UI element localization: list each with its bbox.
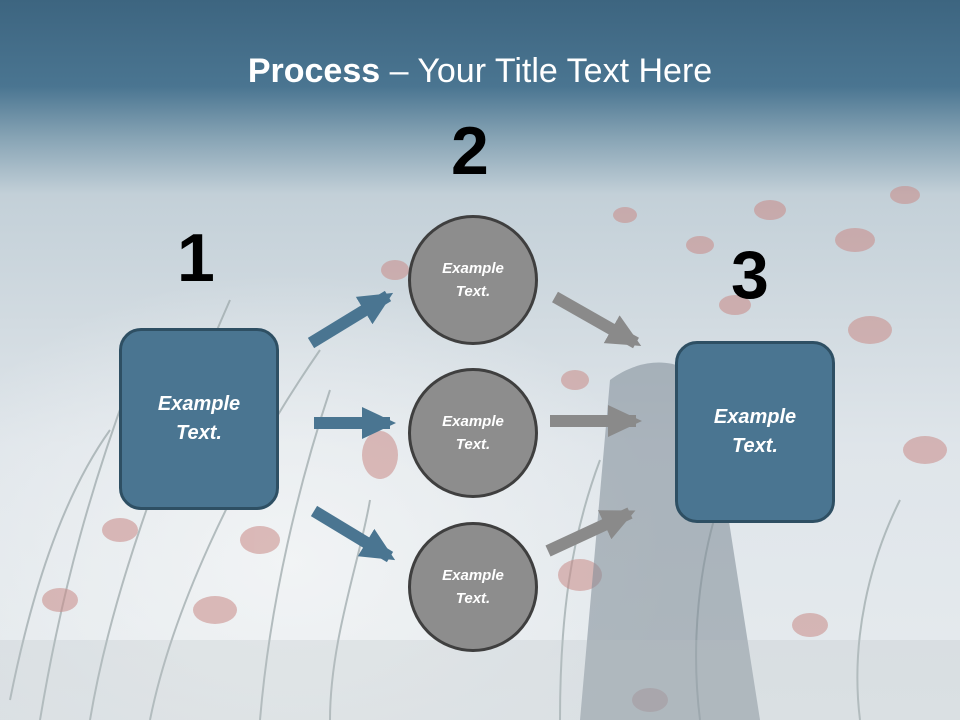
step-number-1: 1 — [177, 220, 215, 296]
circle-top-label: Example Text. — [442, 260, 504, 300]
target-box-label: Example Text. — [713, 406, 797, 457]
source-box-label: Example Text. — [157, 393, 241, 444]
arrow-bottom-to-target — [545, 507, 636, 557]
arrow-source-to-bottom — [310, 505, 396, 563]
target-box: Example Text. — [675, 341, 835, 523]
circle-top: Example Text. — [408, 215, 538, 345]
circle-middle: Example Text. — [408, 368, 538, 498]
arrow-top-to-target — [552, 291, 642, 349]
step-number-2: 2 — [451, 113, 489, 189]
arrow-source-to-top — [307, 290, 394, 349]
slide-title: Process – Your Title Text Here — [0, 52, 960, 91]
title-rest: – Your Title Text Here — [380, 52, 713, 90]
circle-middle-label: Example Text. — [442, 413, 504, 453]
source-box: Example Text. — [119, 328, 279, 510]
circle-bottom: Example Text. — [408, 522, 538, 652]
circle-bottom-label: Example Text. — [442, 567, 504, 607]
step-number-3: 3 — [731, 237, 769, 313]
title-bold: Process — [247, 52, 381, 90]
